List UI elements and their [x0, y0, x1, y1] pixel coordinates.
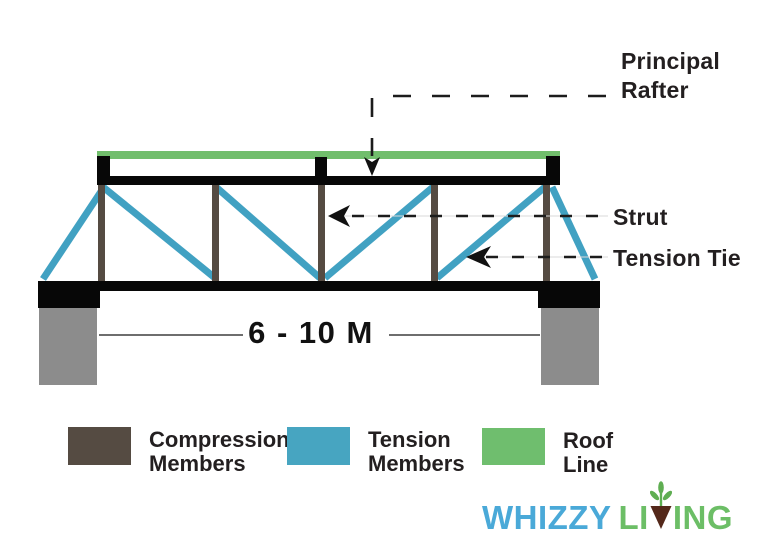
compression-post-3-strut: [318, 184, 325, 282]
principal-rafter-arrow-icon: [364, 157, 380, 176]
tension-tie-arrow-icon: [466, 246, 491, 268]
middle-post: [315, 157, 327, 178]
tension-diagonal-panel1: [100, 184, 218, 281]
top-chord-beam: [97, 176, 560, 185]
legend-label-tension: Tension Members: [368, 427, 465, 476]
logo-word-living-suffix: ING: [672, 499, 733, 536]
roof-swatch-icon: [482, 428, 545, 465]
principal-rafter-label: Principal Rafter: [621, 48, 720, 103]
compression-post-4: [431, 184, 438, 282]
right-pier-cap: [538, 281, 600, 308]
legend-item-roof: Roof Line: [482, 428, 613, 477]
left-pier: [39, 308, 97, 385]
tension-diagonal-panel4: [434, 184, 548, 281]
tension-diagonal-panel2: [213, 184, 323, 281]
tension-diagonal-left-end: [40, 185, 107, 281]
tension-tie-label: Tension Tie: [613, 245, 741, 271]
strut-arrow-icon: [328, 205, 350, 227]
left-pier-cap: [38, 281, 100, 308]
left-end-post: [97, 156, 110, 178]
sprout-icon: [649, 481, 672, 529]
compression-post-2: [212, 184, 219, 282]
compression-post-5: [543, 184, 550, 282]
legend-label-compression: Compression Members: [149, 427, 290, 476]
right-end-post: [546, 156, 560, 178]
legend-item-tension: Tension Members: [287, 427, 465, 476]
tension-diagonal-right-end: [548, 185, 599, 281]
tension-diagonal-panel3: [322, 184, 436, 281]
logo-word-whizzy: WHIZZY: [482, 499, 612, 536]
legend-item-compression: Compression Members: [68, 427, 290, 476]
roof-line-bar: [97, 151, 560, 159]
strut-label: Strut: [613, 204, 668, 230]
tension-swatch-icon: [287, 427, 350, 465]
span-dimension-label: 6 - 10 M: [248, 315, 374, 350]
right-pier: [541, 308, 599, 385]
compression-post-1: [98, 184, 105, 282]
bottom-chord-beam: [38, 281, 600, 291]
logo-word-living-prefix: LI: [618, 499, 649, 536]
legend-label-roof: Roof Line: [563, 428, 614, 477]
compression-swatch-icon: [68, 427, 131, 465]
